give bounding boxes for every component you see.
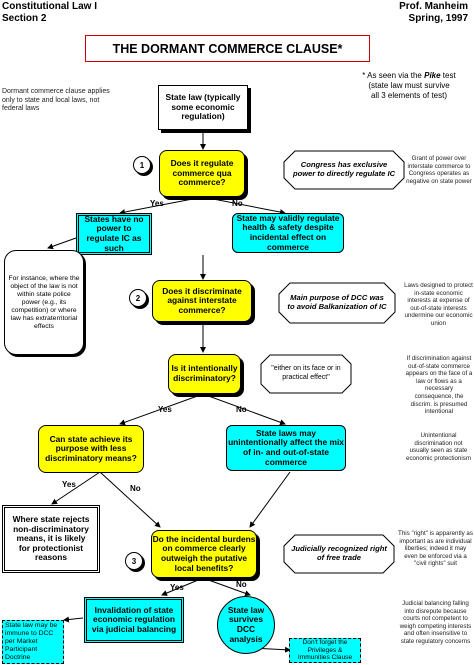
step-number-1: 1: [133, 156, 151, 174]
outcome-unintentional-effect: State laws may unintentionally affect th…: [226, 425, 346, 471]
edge-label-no-4: No: [236, 580, 247, 589]
edge-label-no-3: No: [130, 484, 141, 493]
callout-privileges-immunities: Don't forget the Privileges & Immunities…: [289, 638, 361, 663]
edge-label-yes-3: Yes: [62, 480, 76, 489]
outcome-survives: State law survives DCC analysis: [217, 596, 275, 654]
right-note-5: This "right" is apparently as important …: [398, 530, 473, 568]
right-note-3: If discrimination against out-of-state c…: [405, 355, 473, 416]
step-number-2: 2: [129, 289, 147, 307]
footnote-line3: all 3 elements of test): [370, 91, 448, 100]
right-note-4: Unintentional discrimination not usually…: [406, 432, 471, 462]
right-note-2: Laws designed to protect in-state econom…: [404, 282, 473, 327]
callout-free-trade: Judicially recognized right of free trad…: [283, 534, 395, 574]
callout-dcc-purpose-text: Main purpose of DCC was to avoid Balkani…: [287, 293, 387, 311]
callout-congress-power-text: Congress has exclusive power to directly…: [292, 160, 396, 178]
decision-less-discriminatory: Can state achieve its purpose with less …: [38, 425, 144, 473]
semester: Spring, 1997: [408, 13, 468, 24]
right-note-1: Grant of power over interstate commerce …: [406, 155, 472, 185]
callout-for-instance: For instance, where the object of the la…: [4, 250, 84, 355]
decision-commerce-qua-commerce: Does it regulate commerce qua commerce?: [159, 150, 245, 197]
start-box: State law (typically some economic regul…: [158, 85, 248, 130]
footnote-pike: Pike: [424, 71, 441, 80]
outcome-no-power: States have no power to regulate IC as s…: [76, 213, 152, 255]
step-number-3: 3: [125, 552, 143, 570]
edge-label-no-2: No: [236, 405, 247, 414]
decision-intentional: Is it intentionally discriminatory?: [168, 354, 241, 394]
footnote-line2: (state law must survive: [368, 81, 450, 90]
callout-dcc-purpose: Main purpose of DCC was to avoid Balkani…: [278, 282, 396, 324]
page-title: THE DORMANT COMMERCE CLAUSE*: [85, 35, 370, 62]
professor-name: Prof. Manheim: [399, 1, 468, 12]
decision-discriminate: Does it discriminate against interstate …: [152, 280, 252, 322]
course-section: Section 2: [2, 13, 47, 24]
edge-label-yes-2: Yes: [158, 405, 172, 414]
outcome-protectionist: Where state rejects non-discriminatory m…: [2, 505, 100, 573]
callout-congress-power: Congress has exclusive power to directly…: [283, 150, 405, 190]
right-note-6: Judicial balancing falling into disreput…: [399, 600, 472, 645]
course-title: Constitutional Law I: [2, 1, 97, 12]
callout-market-participant: State law may be immune to DCC per Marke…: [2, 620, 64, 664]
outcome-invalidation: Invalidation of state economic regulatio…: [84, 597, 184, 643]
outcome-valid-regulation: State may validly regulate health & safe…: [232, 213, 344, 253]
edge-label-yes-1: Yes: [150, 199, 164, 208]
footnote: * As seen via the Pike test (state law m…: [345, 71, 473, 101]
edge-label-no-1: No: [232, 199, 243, 208]
callout-face-or-effect: "either on its face or in practical effe…: [260, 354, 352, 394]
footnote-prefix: * As seen via the: [362, 71, 425, 80]
scope-note: Dormant commerce clause applies only to …: [2, 88, 110, 112]
decision-balancing: Do the incidental burdens on commerce cl…: [151, 530, 257, 578]
callout-free-trade-text: Judicially recognized right of free trad…: [291, 544, 387, 562]
callout-face-or-effect-text: "either on its face or in practical effe…: [271, 365, 341, 381]
footnote-suffix: test: [440, 71, 456, 80]
edge-label-yes-4: Yes: [170, 583, 184, 592]
